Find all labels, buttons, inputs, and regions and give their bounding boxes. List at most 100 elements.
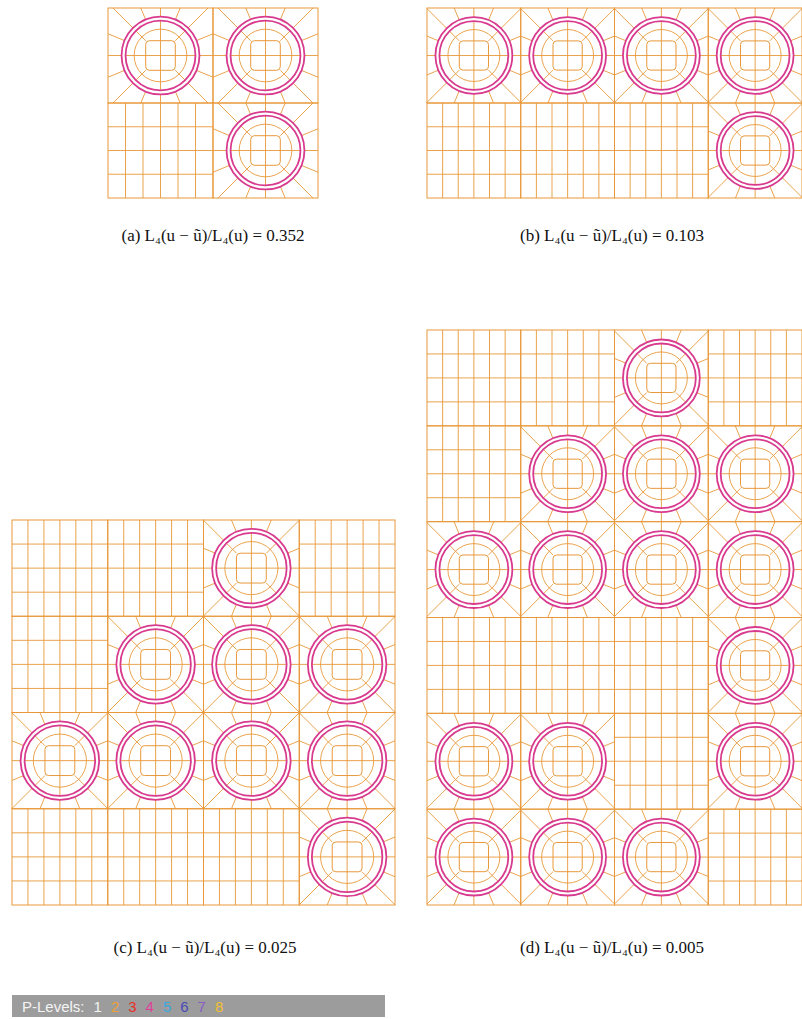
mesh-line [521, 788, 541, 808]
mesh-line [582, 737, 592, 747]
mesh-line [293, 178, 313, 198]
mesh-line [603, 488, 614, 493]
mesh-line [700, 473, 708, 474]
mesh-ring [729, 30, 781, 82]
mesh-line [676, 413, 681, 425]
mesh-line [533, 569, 553, 570]
mesh-line [642, 893, 647, 905]
mesh-line [755, 103, 756, 112]
mesh-line [676, 8, 681, 20]
mesh-line [427, 9, 447, 29]
mesh-line [770, 545, 780, 555]
mesh-line [231, 616, 236, 628]
mesh-line [12, 664, 108, 665]
mesh-line [521, 401, 615, 402]
mesh-line [755, 165, 756, 185]
mesh-line [521, 641, 615, 642]
mesh-line [567, 535, 568, 555]
mesh-line [794, 569, 802, 570]
mesh-line [375, 885, 395, 905]
mesh-cell [708, 618, 802, 714]
mesh-line [96, 741, 108, 746]
figure-caption: (d) L₄(u − ũ)/L₄(u) = 0.005 [520, 938, 704, 958]
mesh-line [548, 809, 553, 821]
mesh-line [279, 788, 299, 808]
mesh-line [280, 103, 285, 115]
mesh-line [59, 800, 60, 809]
mesh-core [553, 842, 582, 871]
mesh-line [12, 832, 108, 833]
mesh-line [427, 569, 435, 570]
mesh-cell [108, 520, 204, 616]
mesh-line [204, 679, 216, 684]
mesh-line [204, 645, 216, 650]
mesh-line [521, 838, 532, 843]
mesh-line [615, 55, 623, 56]
mesh-line [155, 629, 156, 649]
mesh-line [741, 150, 770, 151]
mesh-line [266, 679, 276, 689]
mesh-cell [615, 809, 709, 905]
mesh-line [488, 857, 508, 858]
mesh-line [721, 569, 741, 570]
mesh-line [108, 856, 204, 857]
mesh-line [627, 377, 647, 378]
mesh-line [582, 91, 587, 103]
mesh-line [246, 103, 251, 115]
circle-boundary [308, 818, 387, 897]
mesh-line [427, 523, 447, 543]
mesh-line [204, 664, 213, 665]
mesh-line [12, 713, 32, 733]
mesh-line [327, 809, 332, 821]
mesh-line [347, 616, 348, 625]
mesh-line [689, 523, 709, 543]
mesh-line [770, 103, 775, 115]
mesh-line [548, 797, 553, 809]
mesh-line [265, 94, 266, 103]
mesh-line [288, 776, 300, 781]
mesh-line [661, 70, 662, 90]
mesh-line [362, 679, 372, 689]
mesh-line [582, 8, 587, 20]
mesh-line [427, 83, 447, 103]
mesh-line [251, 520, 252, 529]
mesh-line [488, 737, 498, 747]
mesh-line [521, 454, 532, 459]
mesh-line [755, 439, 756, 459]
mesh-line [770, 126, 780, 136]
mesh-ring [729, 735, 781, 787]
mesh-line [171, 701, 176, 713]
mesh-line [301, 129, 318, 136]
mesh-line [521, 488, 532, 493]
mesh-core [141, 746, 171, 776]
circle-boundary [627, 21, 696, 90]
mesh-line [299, 568, 395, 569]
mesh-line [75, 776, 85, 786]
mesh-line [25, 760, 45, 761]
mesh-line [708, 714, 728, 734]
mesh-line [131, 679, 141, 689]
mesh-line [582, 605, 587, 617]
mesh-line [615, 393, 626, 398]
mesh-line [347, 822, 348, 842]
mesh-line [509, 550, 520, 555]
level-number: 1 [94, 998, 102, 1015]
mesh-line [204, 832, 300, 833]
mesh-line [231, 797, 236, 809]
mesh-line [615, 83, 635, 103]
mesh-line [770, 55, 790, 56]
mesh-line [266, 776, 276, 786]
mesh-line [615, 785, 709, 786]
mesh-line [582, 893, 587, 905]
mesh-line [108, 55, 122, 56]
mesh-cell [521, 103, 615, 198]
mesh-line [362, 736, 372, 746]
mesh-line [708, 473, 716, 474]
mesh-line [427, 353, 521, 354]
mesh-line [521, 884, 541, 904]
mesh-line [741, 55, 770, 56]
circle-boundary [623, 339, 700, 416]
mesh-line [383, 837, 395, 842]
mesh-line [509, 838, 520, 843]
circle-boundary [439, 823, 508, 892]
